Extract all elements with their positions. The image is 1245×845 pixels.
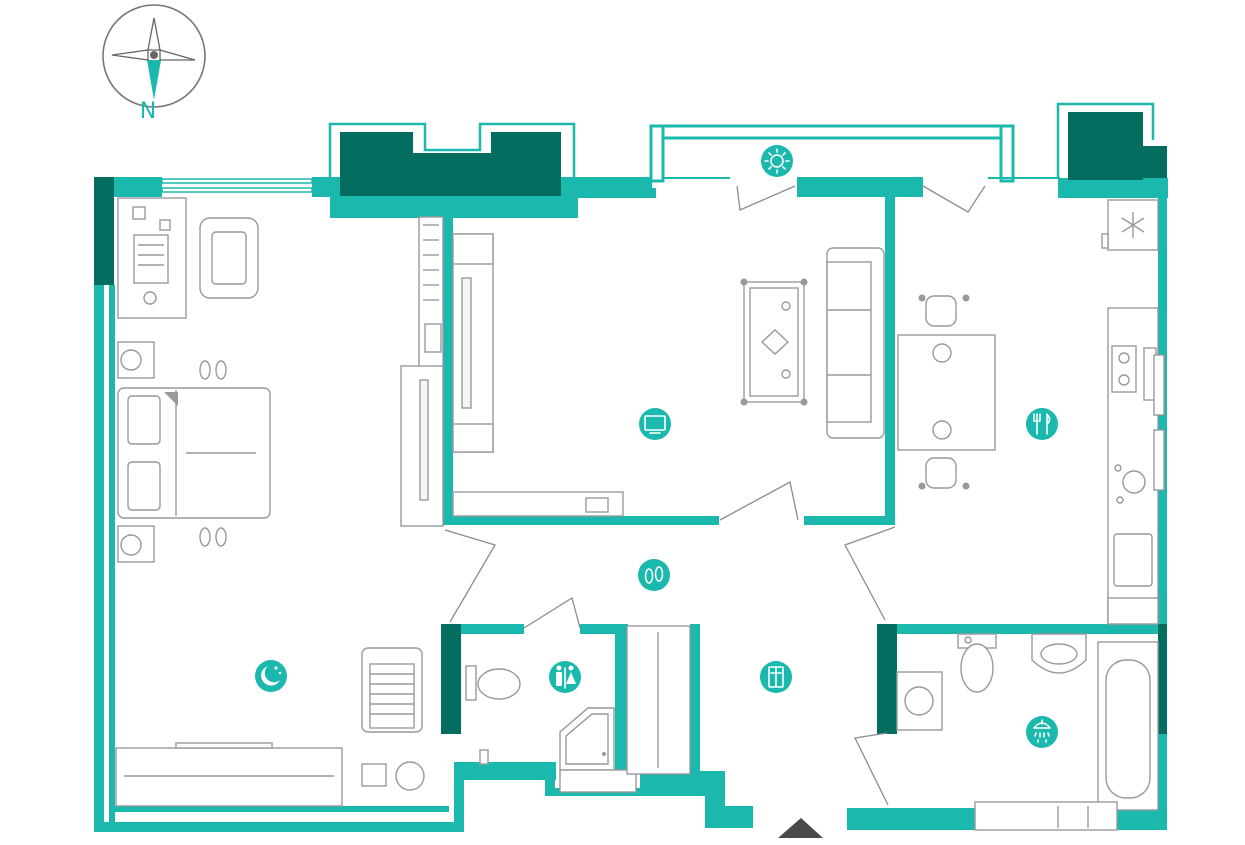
bedroom-window: [161, 178, 313, 193]
kitchen-door: [844, 526, 896, 621]
tv-unit: [452, 233, 494, 453]
toilet-tank: [465, 665, 477, 701]
shower-tray: [559, 707, 615, 771]
kitchen-sink: [1113, 533, 1153, 587]
living-door: [719, 481, 799, 521]
closet-icon: [760, 661, 792, 693]
slippers-icon: [638, 559, 670, 591]
bedroom-furniture: [115, 197, 444, 807]
living-furniture: [452, 233, 885, 517]
entrance-arrow-icon: [778, 818, 823, 838]
shower-icon: [1026, 716, 1058, 748]
wc-furniture: [465, 596, 637, 793]
bay-outlines: [328, 102, 1155, 197]
sun-icon: [761, 145, 793, 177]
restroom-icon: [549, 661, 581, 693]
kitchen-furniture: [897, 199, 1165, 625]
room-badges: [255, 145, 1145, 748]
compass-north-label: N: [140, 99, 156, 124]
bath-cabinet: [974, 801, 1118, 831]
bathroom-door: [854, 732, 889, 806]
closet-furniture: [626, 625, 691, 775]
lamp: [132, 206, 146, 220]
snowflake-icon: [1121, 212, 1145, 238]
toilet-bath: [960, 643, 994, 693]
compass-icon: [111, 17, 196, 100]
balcony: [649, 124, 1060, 213]
bathroom-furniture: [896, 633, 1159, 831]
tv-icon: [639, 408, 671, 440]
moon-stars-icon: [255, 660, 287, 692]
computer: [133, 234, 169, 284]
bedroom-wardrobe: [115, 747, 343, 807]
compass: N: [102, 4, 206, 124]
ball: [395, 761, 425, 791]
bedroom-door: [444, 529, 496, 623]
toilet: [477, 668, 521, 700]
fork-knife-icon: [1026, 408, 1058, 440]
structure-columns: [94, 112, 1167, 734]
